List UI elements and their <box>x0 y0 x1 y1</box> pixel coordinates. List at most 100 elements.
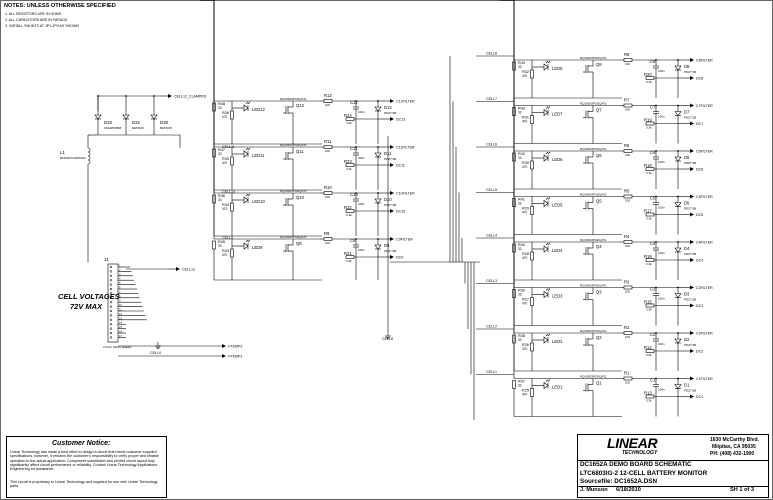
resistor-ref: R45 <box>218 240 225 244</box>
resistor-value: 3.3k <box>646 80 652 84</box>
junction-dot <box>355 238 357 240</box>
led-arrow <box>547 197 551 200</box>
diode-symbol <box>674 293 682 298</box>
pin-number: 11 <box>119 308 122 312</box>
pin-number: 3 <box>119 272 121 276</box>
capacitor-value: 100n <box>658 388 665 392</box>
resistor-value: 100 <box>325 103 330 107</box>
led-symbol <box>543 154 549 162</box>
capacitor-ref: C3 <box>650 287 656 292</box>
diode-symbol <box>674 111 682 116</box>
led-arrow <box>247 239 251 243</box>
capacitor-value: 100n <box>658 342 665 346</box>
resistor-value: 3.3k <box>646 171 652 175</box>
junction-dot <box>655 332 657 334</box>
capacitor-value: 100n <box>658 115 665 119</box>
diode-symbol <box>674 338 682 344</box>
offpage-arrow <box>690 76 694 80</box>
resistor-symbol <box>530 115 534 124</box>
net-label: CELL5 <box>486 188 497 192</box>
offpage-arrow <box>168 94 172 98</box>
capacitor-ref: C10 <box>350 192 358 197</box>
mosfet-part: RQJ0303PGDQATL <box>580 375 607 379</box>
led-symbol <box>543 290 549 299</box>
mosfet-ref: Q10 <box>296 195 305 200</box>
capacitor-ref: C8 <box>650 59 656 64</box>
connector-pin <box>109 279 113 282</box>
net-label: CELL12_CLAMPED <box>174 94 207 98</box>
led-arrow <box>545 379 549 382</box>
resistor-value: 33 <box>518 111 522 115</box>
led-ref: LED10 <box>252 199 265 204</box>
net-label: CELL10 <box>222 190 235 194</box>
diode-part: PDZ7.5B <box>684 161 696 165</box>
mosfet-part: RQJ0303PGDQATL <box>580 102 607 106</box>
resistor-value: 100 <box>625 199 630 203</box>
resistor-value: 3.3k <box>346 213 352 217</box>
net-label: C12FILTER <box>396 99 415 103</box>
resistor-ref: R27 <box>522 298 529 302</box>
offpage-arrow <box>390 237 394 241</box>
resistor-value: 470 <box>522 74 528 78</box>
resistor-value: 100 <box>325 149 330 153</box>
resistor-value: 33 <box>218 244 222 248</box>
junction-dot <box>355 100 357 102</box>
resistor-ref: R7 <box>624 98 630 103</box>
notice-body: Linear Technology has made a best effort… <box>10 450 159 471</box>
net-label: DC3 <box>696 304 703 308</box>
resistor-ref: R18 <box>644 163 652 168</box>
resistor-value: 33 <box>218 106 222 110</box>
mosfet-part: RQJ0303PGDQATL <box>580 238 607 242</box>
led-arrow <box>247 147 251 151</box>
junction-dot <box>125 95 127 97</box>
address-line: 1630 McCarthy Blvd. <box>710 437 759 443</box>
led-symbol <box>243 150 249 158</box>
resistor-value: 100 <box>625 244 630 248</box>
net-label: C6FILTER <box>696 149 713 153</box>
mosfet-ref: Q9 <box>296 241 302 246</box>
address-line: Milpitas, CA 95035 <box>712 444 756 450</box>
led-symbol <box>543 336 549 344</box>
net-label: C2FILTER <box>696 331 713 335</box>
resistor-ref: R23 <box>344 159 352 164</box>
diode-symbol <box>674 156 682 162</box>
junction-dot <box>355 146 357 148</box>
resistor-symbol <box>530 160 534 170</box>
diode-part: BAT46W <box>132 126 144 130</box>
resistor-value: 3.3k <box>646 353 652 357</box>
net-label: CELL9 <box>222 236 233 240</box>
resistor-value: 33 <box>518 202 522 206</box>
net-label: C1FILTER <box>696 377 713 381</box>
capacitor-ref: C4 <box>650 241 656 246</box>
linear-logo-sub: TECHNOLOGY <box>622 450 658 456</box>
resistor-ref: R41 <box>518 198 525 202</box>
linear-logo: LINEAR <box>607 435 658 451</box>
resistor-value: 470 <box>522 211 528 215</box>
led-arrow <box>545 333 549 337</box>
diode-symbol <box>374 152 382 158</box>
connector-pin <box>109 314 113 317</box>
led-symbol <box>243 104 249 112</box>
resistor-ref: R13 <box>644 391 652 396</box>
mosfet-part: RQJ0303PGDQATL <box>580 329 607 333</box>
mosfet-ref: Q6 <box>596 153 602 158</box>
connector-pin <box>109 309 113 313</box>
diode-ref: D31 <box>132 120 141 125</box>
mosfet-ref: Q2 <box>596 335 602 340</box>
connector-pin <box>109 336 113 339</box>
diode-part: PDZ7.5B <box>684 343 696 347</box>
net-label: DC8 <box>696 76 703 80</box>
led-arrow <box>547 60 551 64</box>
connector-pin <box>109 292 113 295</box>
resistor-symbol <box>530 342 534 352</box>
resistor-value: 470 <box>222 115 228 119</box>
led-ref: LED12 <box>252 107 265 112</box>
net-label: CELL7 <box>486 97 497 101</box>
diode-ref: D3 <box>684 292 690 297</box>
net-label: CELL11 <box>222 145 235 149</box>
resistor-value: 470 <box>522 256 528 260</box>
resistor-value: 470 <box>222 207 228 211</box>
junction-dot <box>655 286 657 289</box>
resistor-symbol <box>530 69 534 79</box>
